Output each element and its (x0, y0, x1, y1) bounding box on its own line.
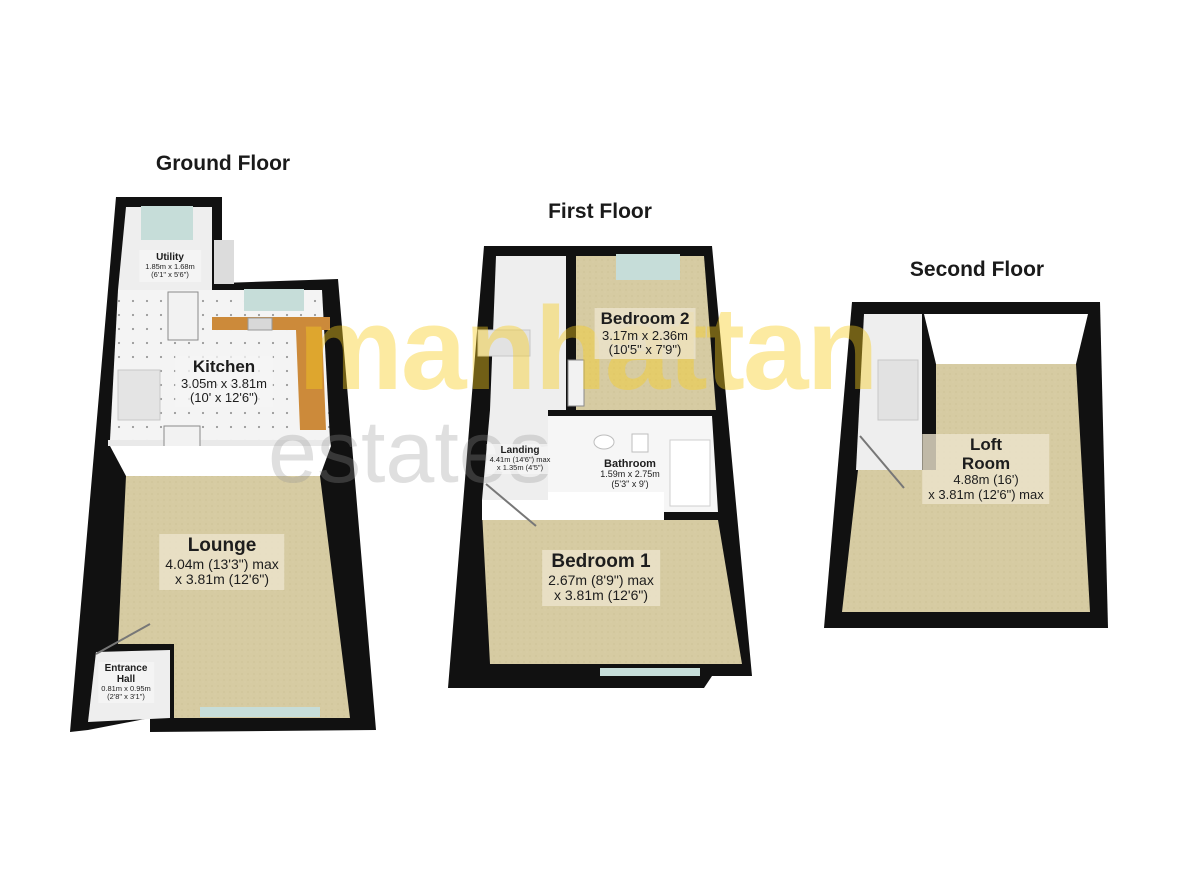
bedroom-2-dims-imperial: (10'5" x 7'9") (608, 341, 682, 357)
landing-name: Landing (500, 445, 540, 456)
kitchen-lounge-wall (108, 440, 331, 446)
entrance-hall-name-2: Hall (116, 674, 136, 685)
landing-label: Landing 4.41m (14'6") max x 1.35m (4'5") (486, 444, 554, 474)
lounge-dims-imperial: x 3.81m (12'6") (174, 571, 269, 588)
kitchen-dims-metric: 3.05m x 3.81m (181, 375, 267, 391)
utility-label: Utility 1.85m x 1.68m (6'1" x 5'6") (139, 250, 201, 282)
kitchen-name: Kitchen (192, 357, 256, 376)
bathroom-toilet (631, 433, 649, 453)
entrance-hall-dims-metric: 0.81m x 0.95m (101, 684, 151, 693)
bedroom-1-window (600, 668, 700, 676)
bathroom-label: Bathroom 1.59m x 2.75m (5'3" x 9') (594, 456, 666, 492)
kitchen-worktop-side (296, 330, 326, 430)
bedroom-2-label: Bedroom 2 3.17m x 2.36m (10'5" x 7'9") (594, 308, 696, 360)
utility-name: Utility (156, 252, 184, 263)
loft-rear-wall (924, 314, 1088, 364)
bedroom-1-name: Bedroom 1 (551, 551, 651, 572)
kitchen-label: Kitchen 3.05m x 3.81m (10' x 12'6") (175, 356, 273, 408)
bath-tub (669, 439, 711, 507)
landing-dims-metric: 4.41m (14'6") max (489, 455, 551, 464)
kitchen-dims-imperial: (10' x 12'6") (189, 389, 259, 405)
loft-door (859, 435, 905, 489)
lounge-rear-wall (110, 446, 331, 476)
bathroom-dims-metric: 1.59m x 2.75m (600, 469, 660, 480)
lounge-label: Lounge 4.04m (13'3") max x 3.81m (12'6") (159, 534, 285, 590)
entrance-hall-label: Entrance Hall 0.81m x 0.95m (2'8" x 3'1"… (98, 662, 154, 703)
first-floor-stairs (477, 329, 531, 357)
bathroom-name: Bathroom (604, 458, 656, 470)
bedroom-1-label: Bedroom 1 2.67m (8'9") max x 3.81m (12'6… (542, 550, 660, 606)
bedroom-2-dims-metric: 3.17m x 2.36m (601, 327, 688, 343)
utility-window (141, 206, 193, 240)
second-floor-stairs (877, 359, 919, 421)
ground-floor-stairs (117, 369, 161, 421)
loft-room-dims-imperial: x 3.81m (12'6") max (928, 486, 1044, 502)
ground-floor-plan (70, 197, 376, 732)
entrance-door-swing (95, 623, 151, 655)
bedroom-2-door (567, 359, 585, 407)
loft-room-name-1: Loft (969, 435, 1003, 454)
bedroom-1-dims-metric: 2.67m (8'9") max (548, 571, 654, 588)
utility-side-wall (214, 240, 234, 284)
landing-dims-imperial: x 1.35m (4'5") (496, 463, 544, 473)
bathroom-dims-imperial: (5'3" x 9') (611, 478, 649, 489)
utility-dims-metric: 1.85m x 1.68m (145, 262, 195, 271)
loft-room-label: Loft Room 4.88m (16') x 3.81m (12'6") ma… (922, 434, 1050, 504)
entrance-hall-name-1: Entrance (104, 663, 148, 674)
utility-door (167, 291, 199, 341)
lounge-dims-metric: 4.04m (13'3") max (165, 555, 279, 572)
kitchen-window (244, 289, 304, 311)
lounge-name: Lounge (187, 535, 257, 556)
bedroom-1-dims-imperial: x 3.81m (12'6") (553, 587, 648, 604)
kitchen-sink (247, 317, 273, 331)
bedroom-2-name: Bedroom 2 (600, 309, 690, 328)
lounge-window (200, 707, 320, 717)
second-floor-title: Second Floor (909, 258, 1045, 281)
first-floor-title: First Floor (548, 200, 652, 223)
bathroom-basin (593, 434, 615, 450)
ground-floor-title: Ground Floor (155, 152, 291, 175)
loft-room-name-2: Room (961, 453, 1011, 473)
bedroom-2-window (616, 254, 680, 280)
entrance-hall-dims-imperial: (2'8" x 3'1") (107, 692, 145, 702)
utility-dims-imperial: (6'1" x 5'6") (151, 270, 189, 280)
loft-room-dims-metric: 4.88m (16') (953, 472, 1019, 488)
bedroom-1-rear-wall (482, 492, 664, 520)
bedroom-1-door (485, 483, 537, 527)
